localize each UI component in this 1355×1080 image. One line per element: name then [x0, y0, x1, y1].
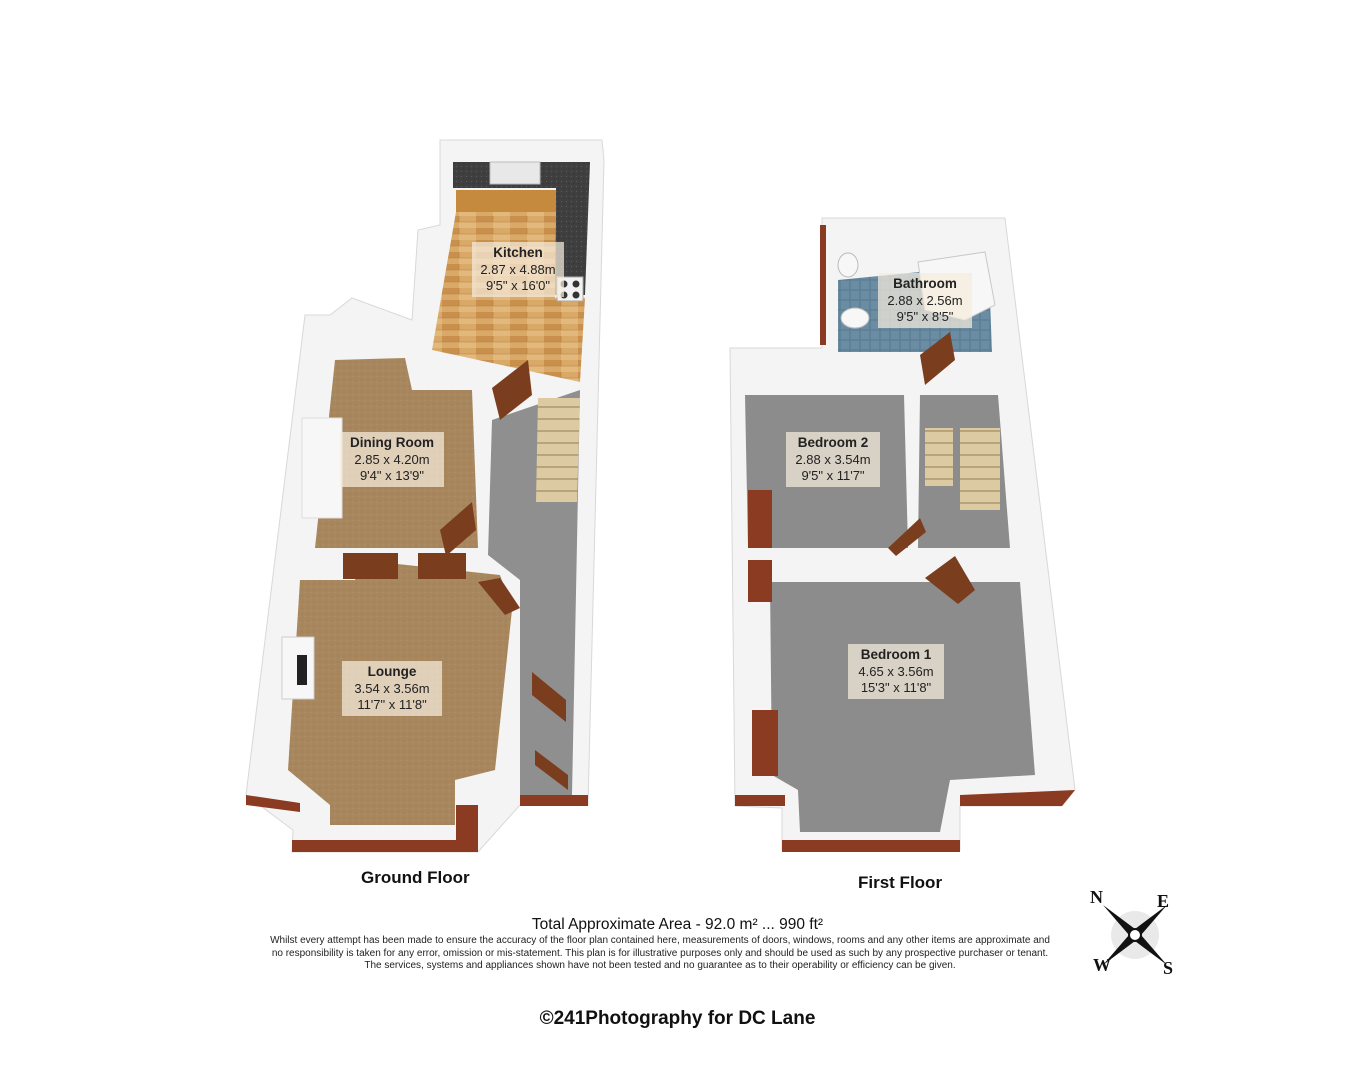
ground-stairs [536, 398, 580, 502]
lounge-fireplace [281, 636, 315, 700]
room-name: Bathroom [893, 276, 957, 291]
bedroom-1-floor [770, 582, 1035, 832]
ground-doors [343, 360, 568, 790]
room-metric: 4.65 x 3.56m [858, 663, 934, 679]
room-metric: 2.87 x 4.88m [480, 261, 556, 277]
first-floor-brick-base [820, 225, 826, 345]
room-imperial: 9'4" x 13'9" [359, 468, 425, 484]
basin-icon [837, 252, 859, 278]
first-floor-brick-base [735, 795, 785, 806]
disclaimer-text: Whilst every attempt has been made to en… [245, 935, 1075, 973]
first-doors [888, 332, 975, 604]
compass-rose-icon [1103, 905, 1167, 965]
disclaimer-line: no responsibility is taken for any error… [271, 947, 1049, 959]
room-label-dining: Dining Room 2.85 x 4.20m 9'4" x 13'9" [340, 432, 444, 488]
room-metric: 2.88 x 3.54m [795, 451, 871, 467]
disclaimer-line: The services, systems and appliances sho… [364, 960, 956, 971]
first-floor-brick-base [960, 790, 1075, 806]
door [440, 502, 476, 556]
room-imperial: 9'5" x 8'5" [896, 309, 954, 325]
door [418, 553, 466, 579]
first-stairs [960, 428, 1000, 510]
kitchen-sink [489, 161, 541, 185]
door [343, 553, 398, 579]
ground-floor-brick-base [292, 840, 478, 852]
door [492, 360, 532, 420]
compass-south-label: S [1163, 958, 1174, 978]
window-reveal [748, 490, 772, 548]
room-label-bedroom-1: Bedroom 1 4.65 x 3.56m 15'3" x 11'8" [848, 644, 944, 700]
room-imperial: 15'3" x 11'8" [860, 680, 932, 696]
room-label-kitchen: Kitchen 2.87 x 4.88m 9'5" x 16'0" [472, 242, 564, 298]
door [532, 672, 566, 722]
room-imperial: 9'5" x 11'7" [801, 468, 865, 484]
compass-north-label: N [1090, 887, 1103, 907]
compass-east-label: E [1157, 891, 1170, 911]
room-name: Bedroom 1 [860, 647, 932, 662]
door [535, 750, 568, 790]
room-metric: 2.85 x 4.20m [354, 451, 430, 467]
room-label-lounge: Lounge 3.54 x 3.56m 11'7" x 11'8" [342, 661, 442, 717]
total-area-text: Total Approximate Area - 92.0 m² ... 990… [531, 916, 824, 933]
compass-west-label: W [1093, 955, 1111, 975]
room-label-bathroom: Bathroom 2.88 x 2.56m 9'5" x 8'5" [878, 273, 972, 329]
room-metric: 3.54 x 3.56m [354, 680, 430, 696]
first-floor-brick-base [782, 840, 960, 852]
ground-floor-title: Ground Floor [361, 868, 470, 887]
door [920, 332, 955, 385]
room-label-bedroom-2: Bedroom 2 2.88 x 3.54m 9'5" x 11'7" [786, 432, 880, 488]
door [888, 518, 926, 556]
first-floor-plan [729, 217, 1076, 852]
room-name: Lounge [367, 664, 417, 679]
room-name: Bedroom 2 [797, 435, 869, 450]
door [925, 556, 975, 604]
ground-floor-brick-base [246, 795, 300, 812]
first-stairs [925, 428, 953, 486]
disclaimer-line: Whilst every attempt has been made to en… [270, 935, 1050, 946]
room-imperial: 11'7" x 11'8" [357, 697, 427, 713]
toilet-icon [840, 307, 870, 329]
door [478, 578, 520, 615]
window-reveal [752, 710, 778, 776]
first-floor-title: First Floor [858, 873, 943, 892]
ground-floor-brick-base [456, 805, 478, 845]
room-name: Dining Room [350, 435, 434, 450]
dining-chimney-breast [301, 417, 343, 519]
kitchen-cabinets [456, 190, 556, 212]
room-name: Kitchen [493, 245, 543, 260]
ground-floor-brick-base [520, 795, 588, 806]
room-imperial: 9'5" x 16'0" [485, 278, 551, 294]
photography-credit: ©241Photography for DC Lane [539, 1008, 816, 1029]
window-reveal [748, 560, 772, 602]
room-metric: 2.88 x 2.56m [887, 292, 963, 308]
